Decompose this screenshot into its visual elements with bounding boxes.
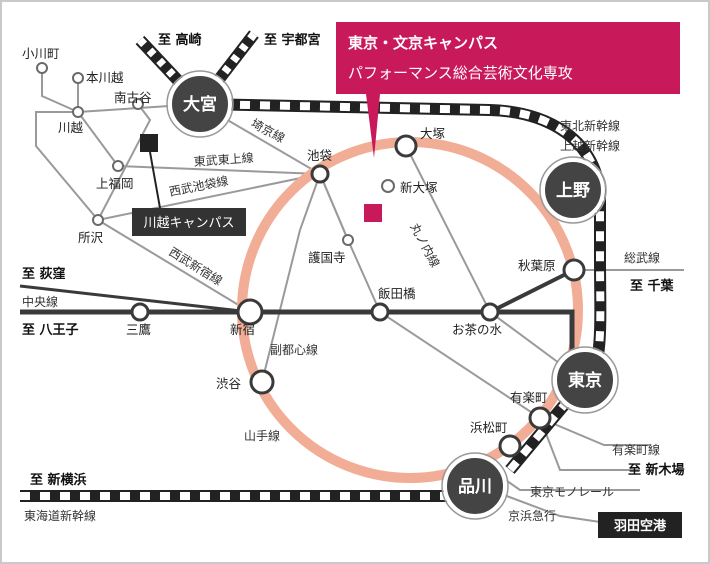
hub-ueno[interactable]: 上野 xyxy=(539,156,607,224)
label-mitaka: 三鷹 xyxy=(126,322,151,337)
station-gokokuji[interactable] xyxy=(342,234,354,246)
station-shibuya[interactable] xyxy=(249,369,275,395)
medium-stations xyxy=(130,134,586,458)
station-ochanomizu[interactable] xyxy=(480,302,500,322)
station-akihabara[interactable] xyxy=(562,258,586,282)
tokyo-campus-marker[interactable] xyxy=(364,204,382,222)
label-tokorozawa: 所沢 xyxy=(78,230,104,245)
label-tokaido: 東海道新幹線 xyxy=(24,508,96,523)
airport-label: 羽田空港 xyxy=(614,518,667,534)
haneda-airport[interactable]: 羽田空港 xyxy=(598,512,682,538)
chuo-line xyxy=(19,268,575,350)
label-sobu: 総武線 xyxy=(624,250,660,265)
label-shinjuku: 新宿 xyxy=(230,322,255,337)
dest-shin-kiba: 至 新木場 xyxy=(628,462,685,478)
dest-hachioji: 至 八王子 xyxy=(22,323,79,338)
tokyo-campus-callout: 東京・文京キャンパス パフォーマンス総合芸術文化専攻 xyxy=(336,22,680,158)
dest-ogikubo: 至 荻窪 xyxy=(22,266,66,282)
hub-tokyo[interactable]: 東京 xyxy=(551,346,619,414)
kawagoe-campus-label: 川越キャンパス xyxy=(143,216,234,231)
label-ikebukuro: 池袋 xyxy=(307,148,333,163)
kawagoe-campus-box xyxy=(132,208,246,236)
station-hamamatsucho[interactable] xyxy=(498,434,522,458)
label-tobu-tojo: 東武東上線 xyxy=(193,150,254,169)
hub-omiya[interactable]: 大宮 xyxy=(166,70,234,138)
thin-lines xyxy=(35,68,684,523)
label-chuo: 中央線 xyxy=(22,294,58,309)
label-kami-fukuoka: 上福岡 xyxy=(96,176,134,191)
kawagoe-campus-marker[interactable] xyxy=(140,134,158,152)
label-saikyo: 埼京線 xyxy=(249,115,288,145)
hub-omiya-label: 大宮 xyxy=(183,94,217,115)
station-hon-kawagoe[interactable] xyxy=(72,72,84,84)
label-yamanote: 山手線 xyxy=(244,428,280,443)
label-ogawamachi: 小川町 xyxy=(22,46,60,61)
label-shibuya: 渋谷 xyxy=(216,376,242,391)
destination-labels: 至 高崎 至 宇都宮 至 荻窪 至 八王子 至 千葉 至 新木場 至 新横浜 xyxy=(22,32,685,488)
station-iidabashi[interactable] xyxy=(370,302,390,322)
label-marunouchi: 丸ノ内線 xyxy=(407,220,443,269)
label-keikyu: 京浜急行 xyxy=(508,508,556,523)
hub-tokyo-label: 東京 xyxy=(568,370,602,391)
station-shin-otsuka[interactable] xyxy=(381,179,395,193)
station-tokorozawa[interactable] xyxy=(92,214,104,226)
label-tokyo-monorail: 東京モノレール xyxy=(530,485,614,499)
station-labels: 小川町 本川越 南古谷 川越 上福岡 所沢 池袋 大塚 新大塚 護国寺 飯田橋 … xyxy=(22,46,556,435)
label-joetsu: 上越新幹線 xyxy=(560,138,620,153)
label-otsuka: 大塚 xyxy=(420,126,446,141)
callout-line2: パフォーマンス総合芸術文化専攻 xyxy=(348,64,573,82)
label-akihabara: 秋葉原 xyxy=(518,258,556,273)
label-minami-furuya: 南古谷 xyxy=(114,90,152,105)
hub-ueno-label: 上野 xyxy=(556,181,590,201)
station-minami-furuya[interactable] xyxy=(132,98,144,110)
hub-shinagawa-label: 品川 xyxy=(458,477,492,497)
station-kami-fukuoka[interactable] xyxy=(112,160,124,172)
station-ogawamachi[interactable] xyxy=(36,62,48,74)
station-kawagoe[interactable] xyxy=(72,106,84,118)
label-gokokuji: 護国寺 xyxy=(308,250,346,265)
hub-shinagawa[interactable]: 品川 xyxy=(441,452,509,520)
station-mitaka[interactable] xyxy=(130,302,150,322)
dest-chiba: 至 千葉 xyxy=(630,278,675,294)
callout-line1: 東京・文京キャンパス xyxy=(348,34,498,52)
label-kawagoe: 川越 xyxy=(58,120,84,135)
small-stations xyxy=(36,62,395,246)
label-fukutoshin: 副都心線 xyxy=(270,342,318,357)
dest-takasaki: 至 高崎 xyxy=(158,32,202,48)
dest-utsunomiya: 至 宇都宮 xyxy=(264,32,321,48)
label-hamamatsucho: 浜松町 xyxy=(470,420,508,435)
label-yurakucho-line: 有楽町線 xyxy=(612,442,660,457)
station-otsuka[interactable] xyxy=(394,134,418,158)
label-iidabashi: 飯田橋 xyxy=(378,286,416,301)
label-shin-otsuka: 新大塚 xyxy=(400,180,438,195)
shinkansen-lines xyxy=(20,30,607,502)
station-shinjuku[interactable] xyxy=(236,298,264,326)
label-hon-kawagoe: 本川越 xyxy=(86,70,124,85)
station-yurakucho[interactable] xyxy=(528,406,552,430)
label-yurakucho: 有楽町 xyxy=(510,390,548,405)
hub-stations: 大宮 上野 東京 品川 xyxy=(166,70,619,520)
station-ikebukuro[interactable] xyxy=(310,164,330,184)
label-ochanomizu: お茶の水 xyxy=(452,322,503,337)
label-tohoku: 東北新幹線 xyxy=(560,118,620,133)
dest-shin-yokohama: 至 新横浜 xyxy=(30,472,87,488)
